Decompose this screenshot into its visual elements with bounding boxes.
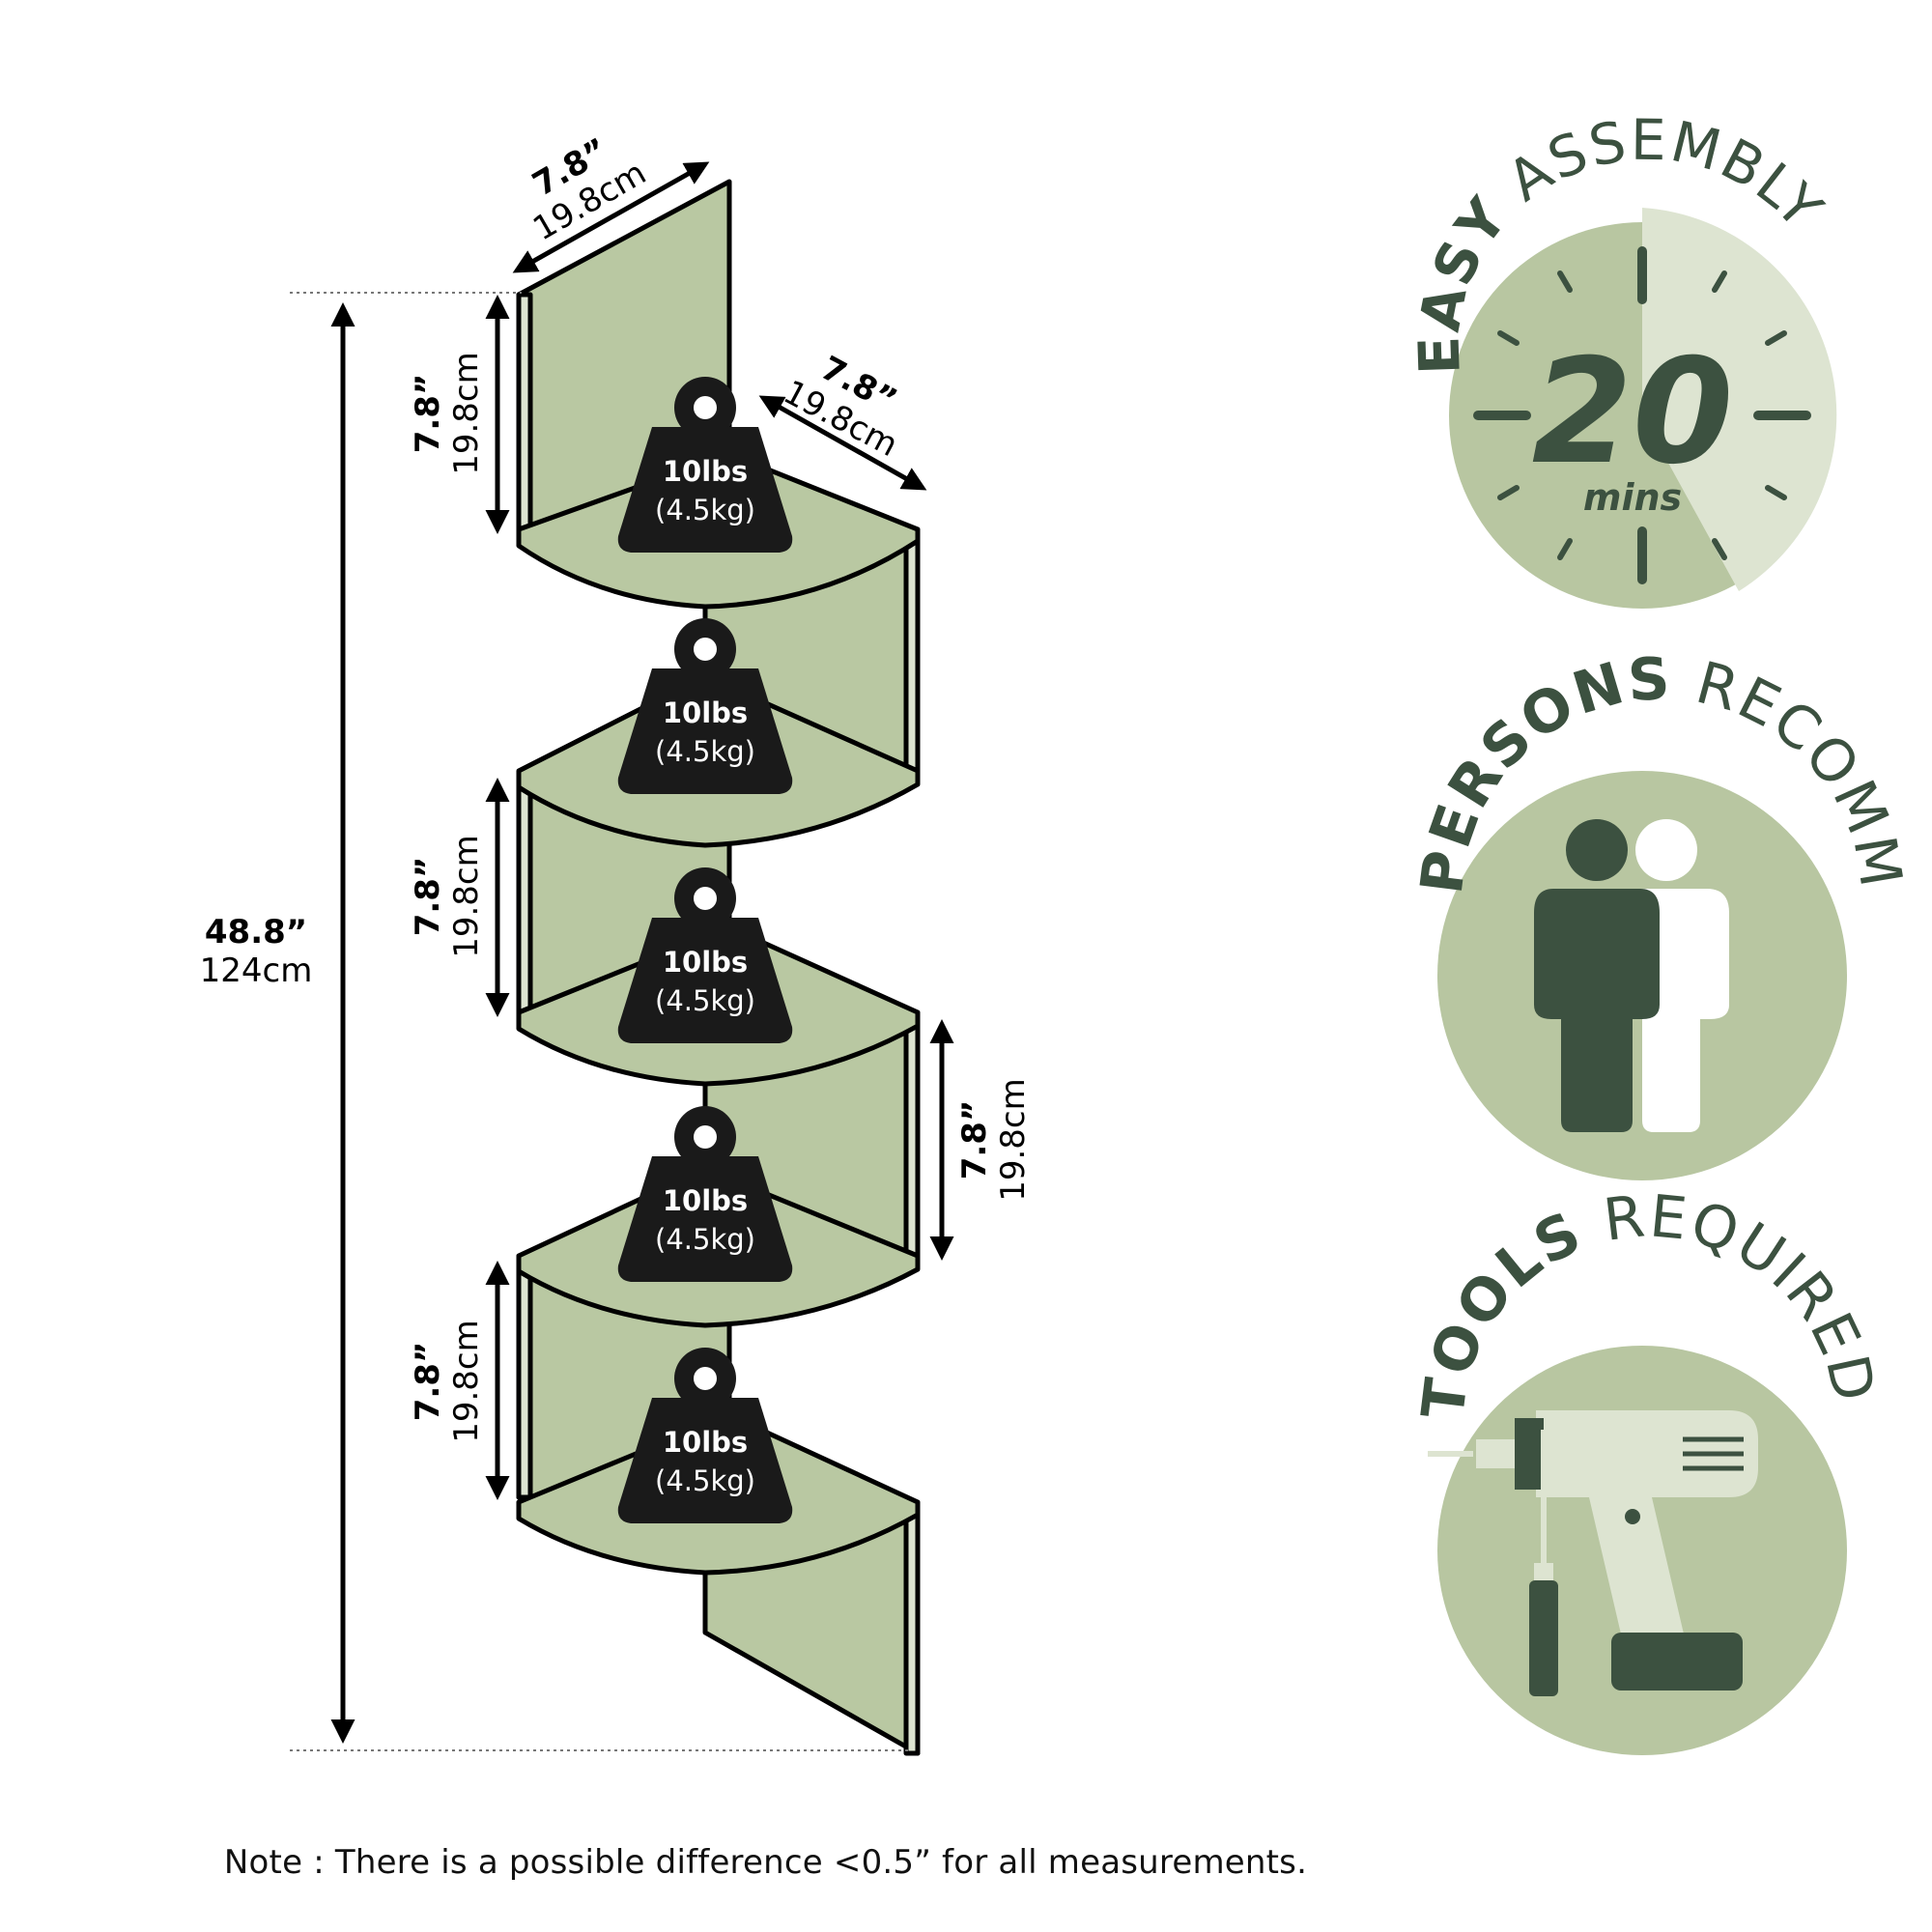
weight-3-lbs: 10lbs — [663, 946, 748, 979]
weight-icon-5: 10lbs (4.5kg) — [617, 1348, 793, 1523]
weight-4-kg: (4.5kg) — [655, 1223, 755, 1256]
gap-2-cm: 19.8cm — [447, 835, 486, 958]
assembly-unit: mins — [1583, 476, 1682, 519]
gap-2-in: 7.8” — [409, 857, 447, 937]
gap-4-cm: 19.8cm — [447, 1320, 486, 1443]
weight-1-lbs: 10lbs — [663, 455, 748, 488]
gap-dimension-1: 7.8” 19.8cm — [409, 295, 510, 534]
measurement-note: Note : There is a possible difference <0… — [223, 1843, 1308, 1882]
weight-5-lbs: 10lbs — [663, 1426, 748, 1459]
weight-icon-4: 10lbs (4.5kg) — [617, 1106, 793, 1282]
tools-badge: TOOLS REQUIRED — [1409, 1182, 1887, 1755]
edge-2 — [903, 536, 921, 776]
edge-5 — [516, 1263, 533, 1500]
weight-4-lbs: 10lbs — [663, 1184, 748, 1217]
overall-height-cm: 124cm — [200, 952, 313, 990]
gap-1-in: 7.8” — [409, 374, 447, 454]
weight-1-kg: (4.5kg) — [655, 494, 755, 526]
weight-3-kg: (4.5kg) — [655, 984, 755, 1017]
gap-3-cm: 19.8cm — [994, 1078, 1033, 1202]
easy-assembly-badge: 20 mins EASY ASSEMBLY — [1406, 107, 1837, 609]
edge-4 — [903, 1021, 921, 1259]
two-persons-icon — [1534, 819, 1729, 1132]
gap-3-in: 7.8” — [955, 1100, 994, 1180]
weight-icon-3: 10lbs (4.5kg) — [617, 867, 793, 1043]
gap-1-cm: 19.8cm — [447, 352, 486, 475]
gap-4-in: 7.8” — [409, 1342, 447, 1422]
drill-screwdriver-icon — [1428, 1410, 1758, 1696]
edge-3 — [516, 775, 533, 1017]
weight-icon-1: 10lbs (4.5kg) — [617, 377, 793, 553]
overall-height-dimension: 48.8” 124cm — [200, 292, 908, 1751]
top-width-dimension: 7.8” 19.8cm — [512, 131, 710, 273]
clock-elapsed-wedge — [1642, 208, 1837, 591]
gap-dimension-4: 7.8” 19.8cm — [409, 1261, 510, 1500]
overall-height-in: 48.8” — [205, 913, 307, 952]
assembly-time: 20 — [1532, 328, 1734, 497]
weight-icon-2: 10lbs (4.5kg) — [617, 618, 793, 794]
edge-6 — [903, 1504, 921, 1756]
clock-icon — [1473, 246, 1811, 584]
gap-dimension-2: 7.8” 19.8cm — [409, 778, 510, 1017]
depth-dimension: 7.8” 19.8cm — [758, 349, 927, 491]
edge-1 — [516, 292, 533, 534]
weight-2-lbs: 10lbs — [663, 696, 748, 729]
gap-dimension-3: 7.8” 19.8cm — [929, 1019, 1033, 1261]
weight-2-kg: (4.5kg) — [655, 735, 755, 768]
weight-5-kg: (4.5kg) — [655, 1464, 755, 1497]
